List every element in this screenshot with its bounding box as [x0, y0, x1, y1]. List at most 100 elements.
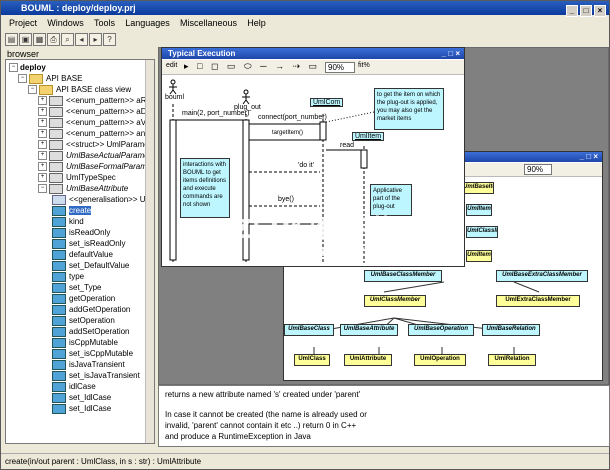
tree-node[interactable]: isCppMutable	[52, 337, 118, 348]
browser-tree[interactable]: −deploy −API BASE −API BASE class view +…	[5, 59, 155, 444]
lifeline-umlitem[interactable]: UmlItem	[352, 132, 385, 141]
class-box[interactable]: UmlBaseExtraClassMember	[496, 270, 588, 282]
menu-windows[interactable]: Windows	[47, 18, 84, 28]
class-box[interactable]: UmlExtraClassMember	[496, 295, 580, 307]
class-box[interactable]: UmlBaseItem	[462, 182, 494, 194]
tree-node[interactable]: type	[52, 271, 84, 282]
tree-node[interactable]: set_DefaultValue	[52, 260, 129, 271]
tree-node[interactable]: +<<enum_pattern>> aVisibility	[38, 117, 154, 128]
class-box[interactable]: UmlItem	[466, 250, 492, 262]
sequence-titlebar: Typical Execution_ □ ×	[162, 48, 464, 59]
menu-tools[interactable]: Tools	[94, 18, 116, 28]
tree-node[interactable]: +UmlBaseActualParameter	[38, 150, 154, 161]
window-title: BOUML : deploy/deploy.prj	[21, 3, 136, 13]
tree-node[interactable]: getOperation	[52, 293, 115, 304]
save-as-icon[interactable]: ▦	[33, 33, 46, 46]
tree-node[interactable]: addGetOperation	[52, 304, 130, 315]
tree-node[interactable]: +UmlTypeSpec	[38, 172, 116, 183]
title-bar: BOUML : deploy/deploy.prj _□×	[1, 1, 609, 17]
tree-node[interactable]: setOperation	[52, 315, 115, 326]
class-box[interactable]: UmlBaseClass	[284, 324, 334, 336]
open-folder-icon[interactable]: ▤	[5, 33, 18, 46]
class-box[interactable]: UmlClass	[294, 354, 330, 366]
message-target: targetItem()	[272, 130, 304, 136]
doc-line-1: returns a new attribute named 's' create…	[165, 390, 361, 399]
menu-miscellaneous[interactable]: Miscellaneous	[180, 18, 238, 28]
class-box[interactable]: UmlBaseClassMember	[364, 270, 442, 282]
tree-node[interactable]: defaultValue	[52, 249, 113, 260]
tree-node[interactable]: isReadOnly	[52, 227, 110, 238]
sequence-diagram-window: Typical Execution_ □ × edit ▸ □ ◻ ▭ ⬭ ─ …	[161, 47, 465, 267]
sequence-diagram-canvas	[169, 79, 375, 263]
class-box[interactable]: UmlBaseOperation	[408, 324, 474, 336]
tree-node[interactable]: +UmlBaseFormalParameter	[38, 161, 154, 172]
message-read: read	[340, 142, 355, 149]
class-box[interactable]: UmlClassItem	[466, 226, 498, 238]
class-box[interactable]: UmlClassMember	[364, 295, 426, 307]
message-main: main(2, port_number)	[182, 110, 250, 117]
menu-bar: Project Windows Tools Languages Miscella…	[1, 16, 609, 30]
print-icon[interactable]: ⎙	[47, 33, 60, 46]
class-zoom-select[interactable]: 90%	[524, 164, 552, 175]
fit-button[interactable]: fit%	[358, 62, 370, 69]
lifeline-umlcom[interactable]: UmlCom	[310, 98, 344, 107]
save-icon[interactable]: ▣	[19, 33, 32, 46]
tree-node[interactable]: +<<enum_pattern>> anItemKin	[38, 128, 154, 139]
tree-node[interactable]: −UmlBaseAttribute	[38, 183, 128, 194]
class-box[interactable]: UmlBaseRelation	[482, 324, 540, 336]
class-box[interactable]: UmlItem	[466, 204, 492, 216]
forward-icon[interactable]: ▸	[89, 33, 102, 46]
tree-scrollbar[interactable]	[145, 60, 154, 443]
class-box[interactable]: UmlRelation	[488, 354, 536, 366]
tree-node[interactable]: +<<struct>> UmlParameter	[38, 139, 154, 150]
tree-node[interactable]: <<generalisation>> UmlClass	[52, 194, 154, 205]
tree-node[interactable]: +<<enum_pattern>> aDirection	[38, 106, 154, 117]
help-what-icon[interactable]: ?	[103, 33, 116, 46]
tree-node[interactable]: set_Type	[52, 282, 101, 293]
doc-line-3: invalid, 'parent' cannot contain it etc …	[165, 421, 357, 430]
back-icon[interactable]: ◂	[75, 33, 88, 46]
documentation-pane[interactable]: returns a new attribute named 's' create…	[158, 385, 610, 447]
search-icon[interactable]: ⌕	[61, 33, 74, 46]
tree-node[interactable]: set_isCppMutable	[52, 348, 133, 359]
class-box[interactable]: UmlOperation	[414, 354, 466, 366]
doc-line-4: and produce a RuntimeException in Java	[165, 432, 311, 441]
note-left[interactable]: interactions with BOUML to get items def…	[180, 158, 230, 218]
message-bye: bye()	[278, 196, 294, 203]
menu-languages[interactable]: Languages	[125, 18, 170, 28]
tree-node[interactable]: +<<enum_pattern>> aRelationK	[38, 95, 154, 106]
tree-node[interactable]: isJavaTransient	[52, 359, 125, 370]
diagram-tools-icons[interactable]: ▸ □ ◻ ▭ ⬭ ─ → ⇢ ▭ ⊏	[184, 61, 337, 71]
tree-node[interactable]: −API BASE	[18, 73, 82, 84]
tree-node[interactable]: kind	[52, 216, 84, 227]
tree-node[interactable]: idlCase	[52, 381, 96, 392]
message-connect: connect(port_number)	[258, 114, 327, 121]
tree-node[interactable]: set_isReadOnly	[52, 238, 125, 249]
sequence-zoom-select[interactable]: 90%	[325, 62, 355, 73]
sequence-toolbar: edit ▸ □ ◻ ▭ ⬭ ─ → ⇢ ▭ ⊏ 90% fit%	[162, 60, 464, 75]
class-box[interactable]: UmlAttribute	[344, 354, 392, 366]
menu-help[interactable]: Help	[247, 18, 266, 28]
doc-line-2: In case it cannot be created (the name i…	[165, 410, 367, 419]
actor-bouml-label: bouml	[165, 94, 185, 101]
tree-node-root[interactable]: −deploy	[9, 62, 46, 73]
main-toolbar: ▤ ▣ ▦ ⎙ ⌕ ◂ ▸ ?	[1, 31, 609, 47]
edit-tool-icon[interactable]: edit	[166, 62, 178, 69]
tree-node[interactable]: −API BASE class view	[28, 84, 131, 95]
minimize-button[interactable]: _	[566, 5, 578, 17]
tree-node[interactable]: addSetOperation	[52, 326, 130, 337]
tree-node[interactable]: set_IdlCase	[52, 403, 111, 414]
note-right[interactable]: Applicative part of the plug-out	[370, 184, 412, 216]
tree-node-selected[interactable]: create	[52, 205, 92, 216]
tree-node[interactable]: set_isJavaTransient	[52, 370, 140, 381]
watermark-text: JZ5U绿色下载	[223, 215, 395, 245]
maximize-button[interactable]: □	[580, 5, 592, 17]
status-bar: create(in/out parent : UmlClass, in s : …	[1, 453, 609, 469]
watermark-url: www.jz5u.com	[263, 241, 393, 260]
close-button[interactable]: ×	[594, 5, 606, 17]
tree-node[interactable]: set_IdlCase	[52, 392, 111, 403]
menu-project[interactable]: Project	[9, 18, 38, 28]
class-box[interactable]: UmlBaseAttribute	[340, 324, 398, 336]
note-top[interactable]: to get the item on which the plug-out is…	[374, 88, 444, 130]
